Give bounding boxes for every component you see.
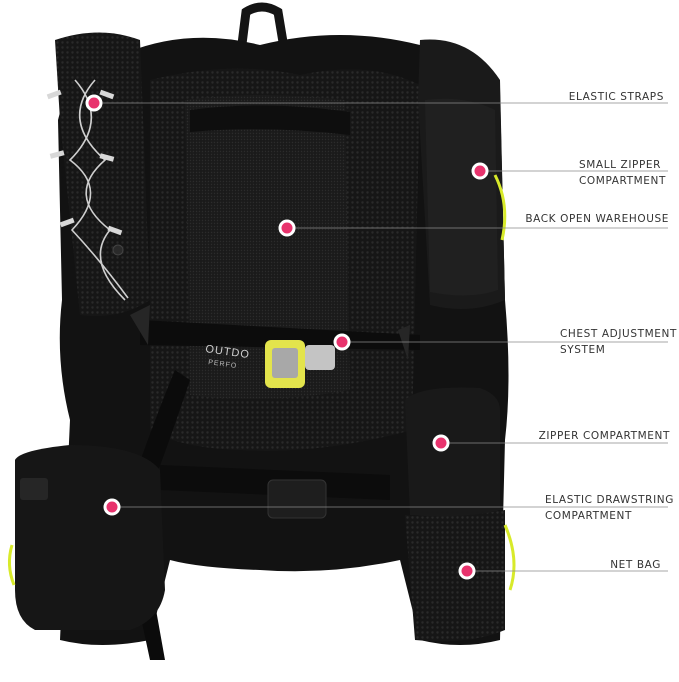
label-text: COMPARTMENT (545, 510, 633, 522)
leader-lines (95, 102, 668, 572)
dot-elastic-straps (85, 94, 103, 112)
right-zipper-pocket (405, 387, 500, 517)
right-top-zipper-pull (493, 174, 507, 241)
left-strap-hook (130, 305, 150, 345)
label-text: SYSTEM (560, 344, 606, 356)
label-zipper-comp: ZIPPER COMPARTMENT (539, 428, 670, 444)
label-small-zipper: SMALL ZIPPER COMPARTMENT (579, 157, 666, 189)
label-text: COMPARTMENT (579, 175, 667, 187)
left-bottle-pocket (15, 445, 165, 630)
label-text: SMALL ZIPPER (579, 159, 662, 171)
drawstring-toggle (20, 478, 48, 500)
hotspot-dots (85, 94, 489, 580)
dot-net-bag (458, 562, 476, 580)
right-phone-pocket (425, 98, 498, 296)
label-text: ZIPPER COMPARTMENT (538, 430, 670, 442)
label-text: ELASTIC STRAPS (568, 91, 664, 103)
cord-loops (46, 89, 123, 236)
cord-lock (112, 244, 124, 256)
label-text: CHEST ADJUSTMENT (560, 328, 677, 340)
logo-line-2: PERFO (208, 359, 238, 370)
left-zipper-pull (7, 544, 16, 586)
label-net-bag: NET BAG (610, 557, 661, 573)
label-text: ELASTIC DRAWSTRING (545, 494, 674, 506)
label-text: NET BAG (610, 559, 661, 571)
label-chest-adjust: CHEST ADJUSTMENT SYSTEM (560, 326, 677, 358)
right-net-bag (405, 510, 505, 642)
dot-small-zipper (471, 162, 489, 180)
sleeve-opening (190, 105, 350, 135)
elastic-cord (68, 79, 129, 301)
label-elastic-straps: ELASTIC STRAPS (569, 89, 664, 105)
right-zipper-pull (503, 524, 516, 591)
label-drawstring: ELASTIC DRAWSTRING COMPARTMENT (545, 492, 674, 524)
dot-zipper-comp (432, 434, 450, 452)
dot-chest-adjust (333, 333, 351, 351)
handle-loop (235, 2, 291, 61)
waist-buckle (267, 479, 327, 519)
right-strap-hook (398, 325, 410, 360)
label-text: BACK OPEN WAREHOUSE (525, 213, 669, 225)
dot-drawstring (103, 498, 121, 516)
label-back-open: BACK OPEN WAREHOUSE (525, 211, 669, 227)
inner-mesh (185, 95, 350, 399)
chest-buckle (265, 340, 335, 388)
dot-back-open (278, 219, 296, 237)
